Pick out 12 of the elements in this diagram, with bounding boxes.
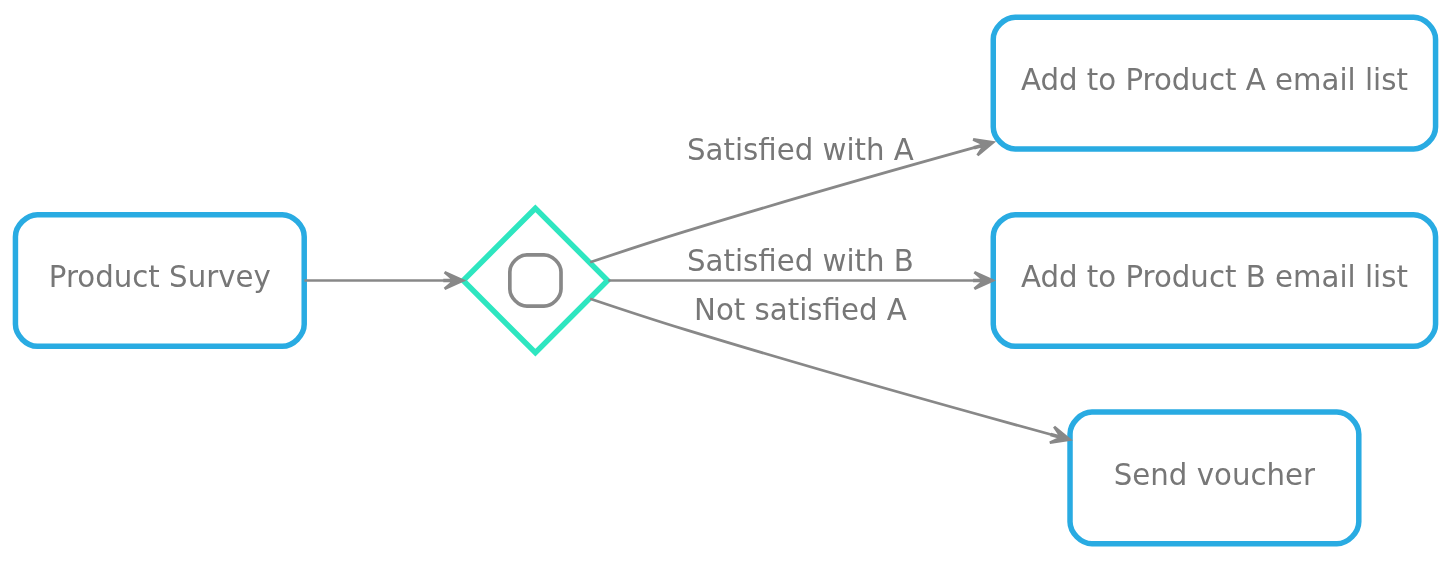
edge-label: Not satisfied A bbox=[694, 293, 907, 328]
node-box: Add to Product A email list bbox=[990, 14, 1439, 152]
arrow bbox=[304, 270, 465, 291]
node-box: Add to Product B email list bbox=[990, 211, 1439, 350]
node-diamond bbox=[459, 204, 612, 357]
arrow bbox=[589, 297, 1071, 445]
arrow bbox=[608, 270, 995, 291]
edge-label: Satisfied with B bbox=[686, 244, 914, 278]
node-box: Product Survey bbox=[12, 211, 307, 350]
node-box: Send voucher bbox=[1067, 409, 1362, 547]
arrow bbox=[589, 138, 995, 264]
edge-label: Satisfied with A bbox=[687, 132, 914, 167]
